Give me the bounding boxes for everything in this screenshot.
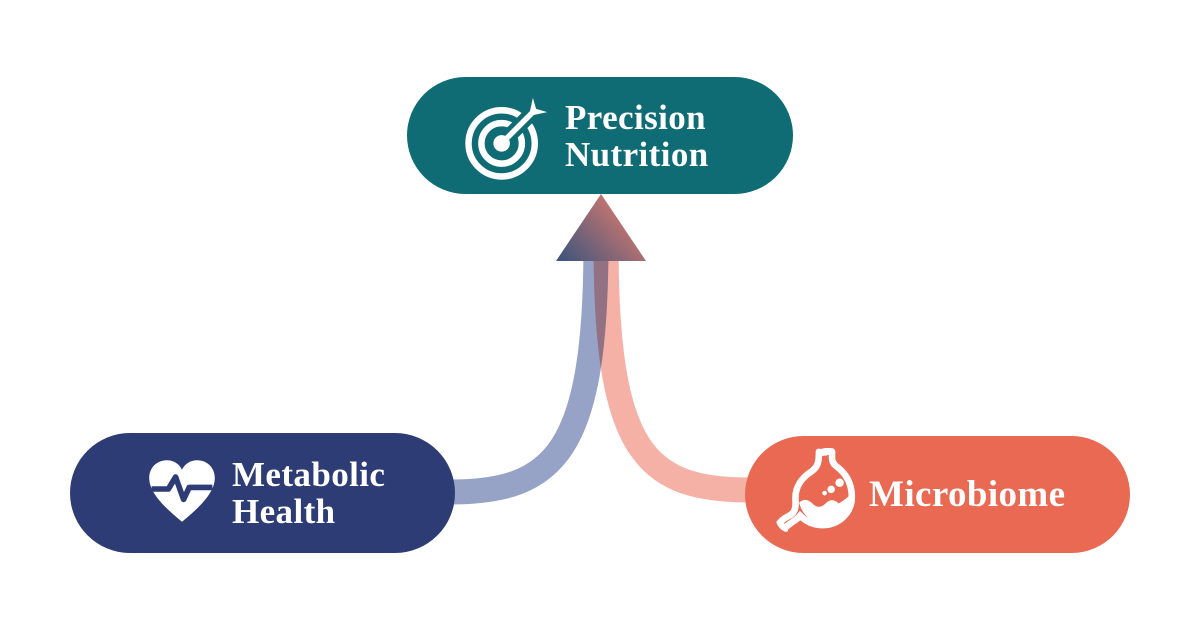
merge-arrowhead [556, 194, 646, 261]
node-label: Microbiome [869, 475, 1065, 514]
node-label: Metabolic Health [232, 456, 385, 530]
target-icon [465, 97, 548, 180]
node-label-line: Health [232, 492, 336, 531]
connector-band-left [449, 242, 609, 505]
node-label-line: Metabolic [232, 455, 386, 494]
node-metabolic-health: Metabolic Health [70, 433, 455, 553]
node-label-line: Microbiome [869, 474, 1066, 515]
node-microbiome: Microbiome [745, 436, 1130, 553]
node-label-line: Precision [565, 97, 706, 137]
connector-band-right [593, 242, 751, 503]
node-label: Precision Nutrition [565, 99, 709, 173]
node-precision-nutrition: Precision Nutrition [407, 77, 793, 194]
heart-pulse-icon [149, 460, 215, 522]
node-label-line: Nutrition [565, 134, 709, 174]
stomach-icon [776, 447, 856, 532]
